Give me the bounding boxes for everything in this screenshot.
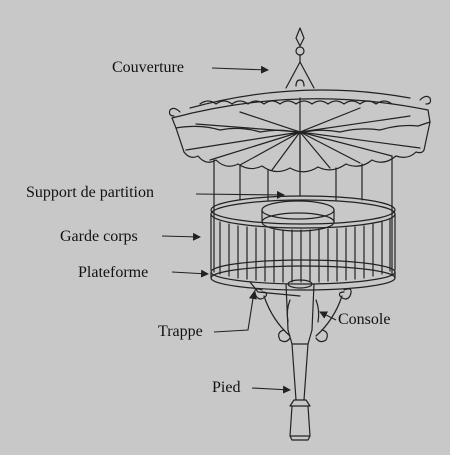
support-poles bbox=[213, 131, 393, 275]
label-couverture: Couverture bbox=[112, 59, 184, 76]
platform bbox=[210, 259, 396, 291]
arrow-garde bbox=[161, 232, 201, 241]
label-plateforme: Plateforme bbox=[78, 264, 149, 281]
label-support: Support de partition bbox=[26, 184, 154, 201]
central-pillar bbox=[285, 279, 315, 441]
arrow-trappe bbox=[213, 291, 257, 333]
railing bbox=[210, 195, 396, 283]
finial bbox=[285, 27, 315, 89]
arrow-console bbox=[319, 311, 337, 321]
label-garde: Garde corps bbox=[60, 228, 138, 245]
label-pied: Pied bbox=[212, 379, 241, 396]
arrow-plateforme bbox=[171, 269, 209, 278]
arrow-pied bbox=[251, 385, 291, 394]
arrow-couverture bbox=[211, 65, 269, 74]
console-brackets bbox=[254, 288, 352, 343]
arrow-support bbox=[195, 190, 285, 199]
leader-arrows bbox=[161, 65, 337, 394]
label-console: Console bbox=[338, 311, 391, 328]
label-trappe: Trappe bbox=[158, 323, 203, 340]
partition-support bbox=[261, 200, 335, 232]
